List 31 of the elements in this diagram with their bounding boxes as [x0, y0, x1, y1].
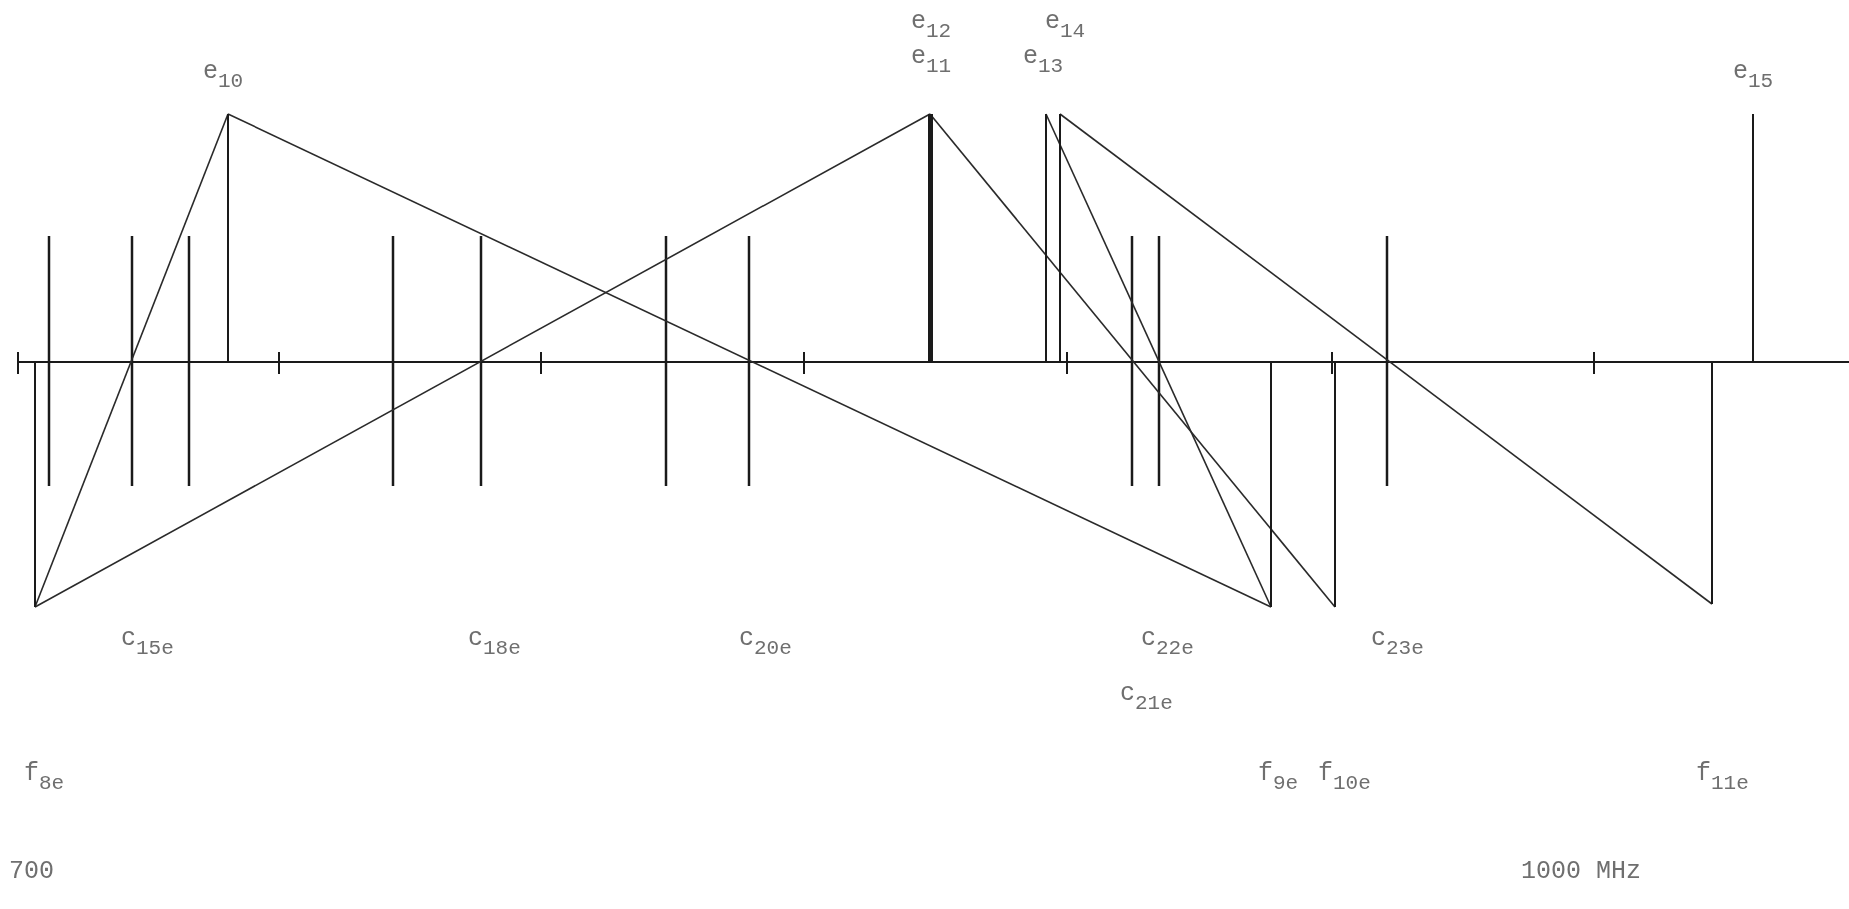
transition-line — [34, 113, 229, 608]
spectral-line — [1711, 362, 1713, 604]
spectral-line — [34, 362, 36, 607]
transition-line — [34, 113, 931, 608]
line-label: e$_{11}$ — [911, 43, 952, 79]
line-label: e$_{15}$ — [1733, 58, 1774, 94]
line-label: c$_{21e}$ — [1120, 680, 1173, 716]
spectral-line — [1059, 114, 1061, 362]
line-label: e$_{10}$ — [203, 58, 244, 94]
transition-line — [227, 113, 1272, 608]
line-label: c$_{22e}$ — [1141, 625, 1194, 661]
axis-label: 1000 MHz — [1521, 858, 1642, 886]
line-label: f$_{9e}$ — [1258, 760, 1299, 796]
spectral-line — [1334, 362, 1336, 607]
line-label: f$_{11e}$ — [1696, 760, 1749, 796]
spectral-line — [1270, 362, 1272, 607]
line-label: e$_{13}$ — [1023, 43, 1064, 79]
axis-label: 700 — [9, 858, 54, 886]
line-label: e$_{12}$ — [911, 8, 952, 44]
line-label: e$_{14}$ — [1045, 8, 1086, 44]
line-label: c$_{23e}$ — [1371, 625, 1424, 661]
transition-line — [1059, 113, 1713, 605]
transition-line — [1045, 113, 1272, 608]
spectral-line — [1045, 114, 1047, 362]
line-label: c$_{20e}$ — [739, 625, 792, 661]
spectral-line — [227, 114, 229, 362]
spectral-line — [1752, 114, 1754, 362]
line-label: f$_{10e}$ — [1318, 760, 1371, 796]
line-label: f$_{8e}$ — [24, 760, 65, 796]
line-label: c$_{18e}$ — [468, 625, 521, 661]
line-label: c$_{15e}$ — [121, 625, 174, 661]
